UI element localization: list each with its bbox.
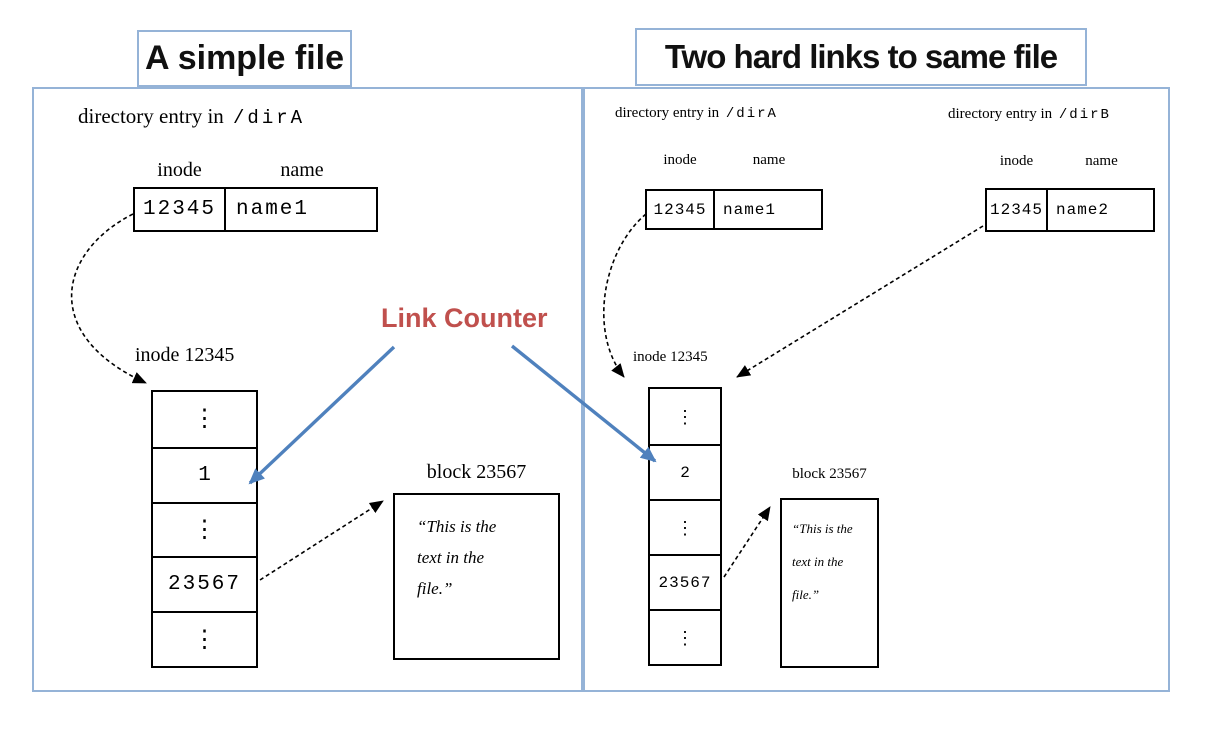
right-block-title: block 23567 <box>792 466 867 482</box>
left-block-line-1: “This is the <box>417 517 497 536</box>
right-dirA-entry-label: directory entry in /dirA <box>615 105 778 122</box>
right-inode-label: inode 12345 <box>633 349 708 365</box>
right-inode-cell-block-ptr: 23567 <box>650 554 720 609</box>
right-dirB-entry-label: directory entry in /dirB <box>948 106 1111 123</box>
left-inode-cell-dots-3: ⋮ <box>153 611 256 666</box>
right-dirA-name-cell: name1 <box>715 189 823 230</box>
right-dirA-table: 12345 name1 <box>645 189 823 230</box>
left-block-title: block 23567 <box>426 461 527 483</box>
right-dirB-header-inode: inode <box>999 153 1034 169</box>
right-block-box: “This is the text in the file.” <box>780 498 879 668</box>
left-dir-entry-text: directory entry in <box>78 104 224 128</box>
left-block-box: “This is the text in the file.” <box>393 493 560 660</box>
right-dirB-inode-cell: 12345 <box>985 188 1048 232</box>
right-inode-cell-link-count: 2 <box>650 444 720 499</box>
right-inode-cell-dots-1: ⋮ <box>676 406 694 427</box>
left-dir-entry-path: /dirA <box>233 107 306 129</box>
left-block-line-3: file.” <box>417 579 453 598</box>
right-dirA-inode-cell: 12345 <box>645 189 715 230</box>
title-box-simple-file: A simple file <box>137 30 352 87</box>
right-dirA-name-value: name1 <box>723 200 777 219</box>
right-dirB-table: 12345 name2 <box>985 188 1155 232</box>
right-dirB-entry-path: /dirB <box>1058 107 1111 123</box>
right-block-line-1: “This is the <box>792 521 853 536</box>
right-dirB-name-cell: name2 <box>1048 188 1155 232</box>
left-block-line-2: text in the <box>417 548 485 567</box>
title-simple-file: A simple file <box>144 39 345 77</box>
left-table-header-inode: inode <box>157 159 202 181</box>
right-dirB-name-value: name2 <box>1056 201 1110 219</box>
left-table-name-value: name1 <box>236 198 310 221</box>
left-dir-entry-label: directory entry in /dirA <box>78 104 305 129</box>
left-table-inode-cell: 12345 <box>133 187 226 232</box>
right-block-line-3: file.” <box>792 587 820 602</box>
title-hard-links: Two hard links to same file <box>664 38 1058 75</box>
left-dir-entry-table: 12345 name1 <box>133 187 378 232</box>
right-dirA-inode-value: 12345 <box>653 200 707 219</box>
right-dirB-inode-value: 12345 <box>989 201 1043 219</box>
right-dirB-header-name: name <box>1085 153 1118 169</box>
right-dirA-header-name: name <box>752 152 786 168</box>
left-inode-cell-dots-1: ⋮ <box>192 406 217 433</box>
right-inode-cell-dots-2: ⋮ <box>650 499 720 554</box>
right-inode-column: ⋮ 2 ⋮ 23567 ⋮ <box>648 387 722 666</box>
left-inode-cell-link-count: 1 <box>153 446 256 502</box>
link-counter-label: Link Counter <box>381 303 548 333</box>
left-inode-column: ⋮ 1 ⋮ 23567 ⋮ <box>151 390 258 668</box>
left-inode-cell-dots-2: ⋮ <box>153 501 256 557</box>
left-table-inode-value: 12345 <box>142 198 216 221</box>
left-inode-cell-block-ptr: 23567 <box>153 556 256 611</box>
right-dirA-entry-path: /dirA <box>725 106 778 122</box>
right-block-line-2: text in the <box>792 554 844 569</box>
right-dirA-entry-text: directory entry in <box>615 105 720 121</box>
title-box-hard-links: Two hard links to same file <box>635 28 1087 86</box>
right-inode-cell-dots-3: ⋮ <box>650 609 720 664</box>
left-table-name-cell: name1 <box>226 187 378 232</box>
left-table-header-name: name <box>280 159 324 181</box>
right-dirB-entry-text: directory entry in <box>948 106 1053 122</box>
left-inode-label: inode 12345 <box>135 344 235 366</box>
right-dirA-header-inode: inode <box>663 152 697 168</box>
